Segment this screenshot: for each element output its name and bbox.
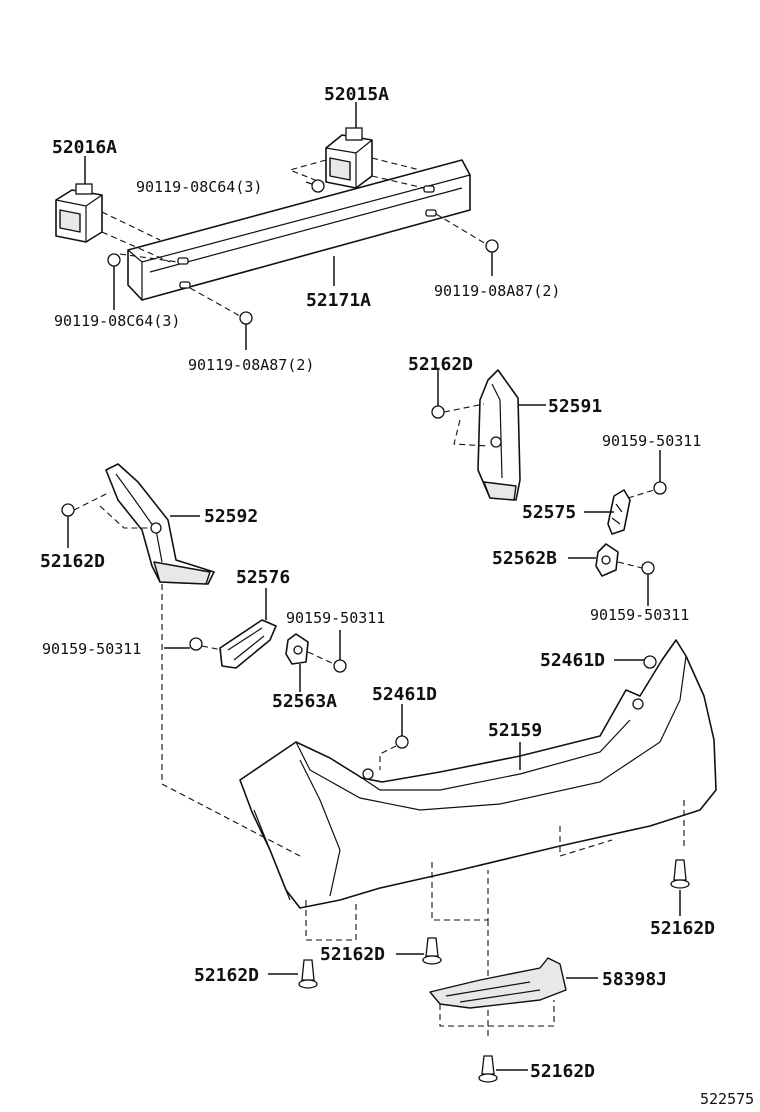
label-90159-50311-upper-right: 90159-50311 xyxy=(602,432,701,450)
bracket-52575 xyxy=(607,489,631,535)
clip-52162D-right xyxy=(670,859,690,889)
label-52575: 52575 xyxy=(522,502,576,523)
retainer-52592 xyxy=(105,463,215,585)
label-52159: 52159 xyxy=(488,720,542,741)
bracket-52015A xyxy=(325,127,373,189)
bracket-52563A xyxy=(285,633,309,665)
bracket-52576 xyxy=(219,619,277,669)
label-90119-08C64-lower: 90119-08C64(3) xyxy=(54,312,180,330)
label-52162D-upper: 52162D xyxy=(408,354,473,375)
label-90119-08A87-left: 90119-08A87(2) xyxy=(188,356,314,374)
bracket-52562B xyxy=(595,543,619,577)
clip-52162D-bottom xyxy=(478,1055,498,1083)
under-cover-58398J xyxy=(429,957,567,1009)
label-52563A: 52563A xyxy=(272,691,337,712)
label-90159-50311-mid: 90159-50311 xyxy=(286,609,385,627)
label-90159-50311-lower-right: 90159-50311 xyxy=(590,606,689,624)
label-90119-08A87-right: 90119-08A87(2) xyxy=(434,282,560,300)
bolt-90119-08C64-lower xyxy=(107,253,121,310)
label-52016A: 52016A xyxy=(52,137,117,158)
label-52461D-right: 52461D xyxy=(540,650,605,671)
label-52162D-mid: 52162D xyxy=(320,944,385,965)
label-52162D-left: 52162D xyxy=(40,551,105,572)
label-52576: 52576 xyxy=(236,567,290,588)
retainer-52591 xyxy=(477,369,521,501)
diagram-code: 522575 xyxy=(700,1090,754,1108)
reinforcement-52171A xyxy=(127,159,471,301)
label-58398J: 58398J xyxy=(602,969,667,990)
label-90119-08C64-upper: 90119-08C64(3) xyxy=(136,178,262,196)
bracket-52016A xyxy=(55,183,103,243)
clip-52162D-lower-mid xyxy=(422,937,442,965)
label-52171A: 52171A xyxy=(306,290,371,311)
bolt-90119-08C64-upper xyxy=(305,179,325,193)
label-52162D-lower-left: 52162D xyxy=(194,965,259,986)
clip-52162D-lower-left xyxy=(298,959,318,989)
label-52592: 52592 xyxy=(204,506,258,527)
label-52162D-right: 52162D xyxy=(650,918,715,939)
label-90159-50311-left: 90159-50311 xyxy=(42,640,141,658)
bolt-90119-08A87-right xyxy=(485,239,499,276)
bumper-cover-52159 xyxy=(239,639,717,909)
bolt-90119-08A87-left xyxy=(239,311,253,350)
label-52562B: 52562B xyxy=(492,548,557,569)
label-52162D-bottom: 52162D xyxy=(530,1061,595,1082)
label-52461D-center: 52461D xyxy=(372,684,437,705)
label-52015A: 52015A xyxy=(324,84,389,105)
label-52591: 52591 xyxy=(548,396,602,417)
